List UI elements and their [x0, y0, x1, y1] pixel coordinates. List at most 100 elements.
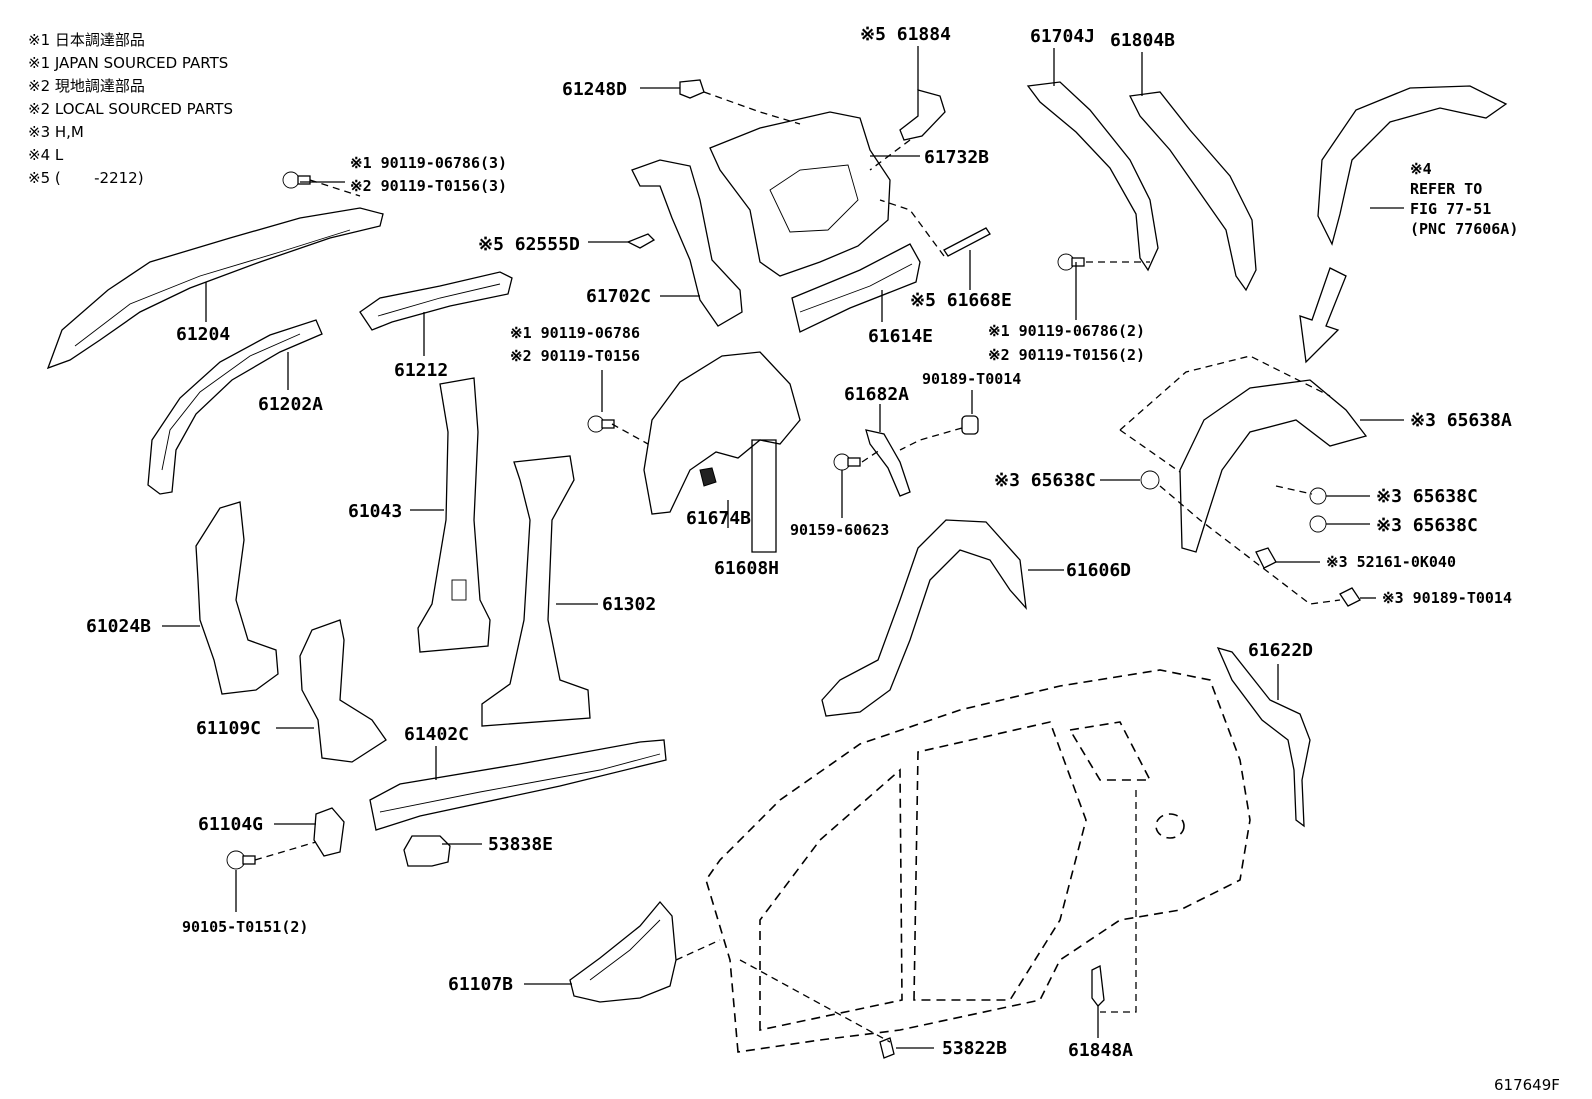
label-62555D: ※5 62555D: [478, 234, 580, 255]
part-61024B: [195, 501, 279, 695]
fastener-65638C-c: [1309, 515, 1327, 533]
part-61848A: [1091, 965, 1105, 1007]
label-bolt1-line1: ※1 90119-06786(3): [350, 154, 507, 172]
label-bolt2-line2: ※2 90119-T0156(2): [988, 346, 1145, 364]
label-53838E: 53838E: [488, 834, 553, 855]
label-61204: 61204: [176, 324, 230, 345]
part-61104G: [313, 807, 345, 857]
part-61704J: [1026, 81, 1159, 272]
label-61402C: 61402C: [404, 724, 469, 745]
note-5: ※3 H,M: [28, 123, 84, 141]
part-61804B: [1129, 91, 1257, 292]
label-bolt1-line2: ※2 90119-T0156(3): [350, 177, 507, 195]
label-61212: 61212: [394, 360, 448, 381]
part-61608H: [643, 351, 801, 515]
part-62555D: [626, 233, 656, 249]
part-61302: [481, 455, 591, 727]
part-61674B: [699, 467, 717, 487]
leader-lines: [162, 46, 1404, 1049]
label-61804B: 61804B: [1110, 30, 1175, 51]
part-61614E: [791, 243, 921, 333]
label-61704J: 61704J: [1030, 26, 1095, 47]
part-61702C: [631, 159, 743, 327]
fastener-bolt-61204: [282, 171, 311, 189]
label-90189-T0014-top: 90189-T0014: [922, 370, 1021, 388]
label-61848A: 61848A: [1068, 1040, 1133, 1061]
label-61109C: 61109C: [196, 718, 261, 739]
notes-legend: ※1 日本調達部品 ※1 JAPAN SOURCED PARTS ※2 現地調達…: [28, 31, 233, 187]
reference-note: ※4 REFER TO FIG 77-51 (PNC 77606A): [1410, 160, 1518, 238]
label-65638A: ※3 65638A: [1410, 410, 1512, 431]
label-53822B: 53822B: [942, 1038, 1007, 1059]
label-61732B: 61732B: [924, 147, 989, 168]
note-3: ※2 現地調達部品: [28, 77, 145, 95]
label-61248D: 61248D: [562, 79, 627, 100]
reference-note-line1: ※4: [1410, 160, 1432, 178]
assembly-dashed-lines: [254, 91, 1341, 1043]
label-61107B: 61107B: [448, 974, 513, 995]
label-61202A: 61202A: [258, 394, 323, 415]
label-90189-T0014-right: ※3 90189-T0014: [1382, 589, 1512, 607]
fastener-bolt-90105: [226, 850, 256, 870]
label-61702C: 61702C: [586, 286, 651, 307]
note-1: ※1 日本調達部品: [28, 31, 145, 49]
fastener-bolt-61608H: [587, 415, 615, 433]
part-61606D: [821, 519, 1027, 717]
part-61248D: [679, 79, 705, 99]
part-61212: [359, 271, 513, 331]
part-77606A-liner: [1317, 85, 1508, 246]
label-bolt3-line1: ※1 90119-06786: [510, 324, 640, 342]
part-61668E: [943, 227, 991, 257]
label-bolt2-line1: ※1 90119-06786(2): [988, 322, 1145, 340]
label-90105-T0151: 90105-T0151(2): [182, 918, 308, 936]
part-shapes: [46, 79, 1508, 1059]
fastener-65638C-b: [1309, 487, 1327, 505]
label-61606D: 61606D: [1066, 560, 1131, 581]
label-61614E: 61614E: [868, 326, 933, 347]
part-61622D: [1216, 646, 1311, 828]
label-90159-60623: 90159-60623: [790, 521, 889, 539]
part-61202A: [147, 319, 323, 495]
reference-note-line4: (PNC 77606A): [1410, 220, 1518, 238]
label-61302: 61302: [602, 594, 656, 615]
label-bolt3-line2: ※2 90119-T0156: [510, 347, 640, 365]
label-61682A: 61682A: [844, 384, 909, 405]
note-2: ※1 JAPAN SOURCED PARTS: [28, 54, 228, 72]
label-65638C-a: ※3 65638C: [994, 470, 1096, 491]
part-65638A: [1179, 379, 1368, 553]
part-53822B: [879, 1037, 895, 1059]
fastener-bolt-90159: [833, 453, 861, 471]
part-53838E: [403, 835, 451, 867]
part-61884: [899, 89, 946, 141]
label-61043: 61043: [348, 501, 402, 522]
note-4: ※2 LOCAL SOURCED PARTS: [28, 100, 233, 118]
reference-note-line3: FIG 77-51: [1410, 200, 1491, 218]
label-61668E: ※5 61668E: [910, 290, 1012, 311]
label-52161-0K040: ※3 52161-0K040: [1326, 553, 1456, 571]
label-65638C-b: ※3 65638C: [1376, 486, 1478, 507]
label-61608H: 61608H: [714, 558, 779, 579]
fastener-65638C-a: [1140, 470, 1160, 490]
part-labels: ※5 61884 61704J 61804B 61248D 61732B ※1 …: [86, 24, 1512, 1061]
direction-arrow: [1299, 267, 1347, 364]
label-61104G: 61104G: [198, 814, 263, 835]
part-61204: [46, 207, 384, 370]
label-61622D: 61622D: [1248, 640, 1313, 661]
fastener-bolt-61704J: [1057, 253, 1085, 271]
fastener-clip-90189-top: [961, 415, 979, 435]
part-61043: [417, 377, 491, 653]
fastener-clip-90189-right: [1339, 587, 1361, 607]
figure-id: 617649F: [1494, 1076, 1560, 1094]
vehicle-body-outline: [705, 669, 1251, 1053]
part-61682A: [865, 429, 911, 497]
part-61043-hole: [451, 579, 467, 601]
part-61109C: [299, 619, 387, 763]
reference-note-line2: REFER TO: [1410, 180, 1482, 198]
part-61107B: [569, 900, 677, 1003]
label-61674B: 61674B: [686, 508, 751, 529]
label-61884: ※5 61884: [860, 24, 951, 45]
note-7: ※5 ( -2212): [28, 169, 144, 187]
label-61024B: 61024B: [86, 616, 151, 637]
note-6: ※4 L: [28, 146, 64, 164]
